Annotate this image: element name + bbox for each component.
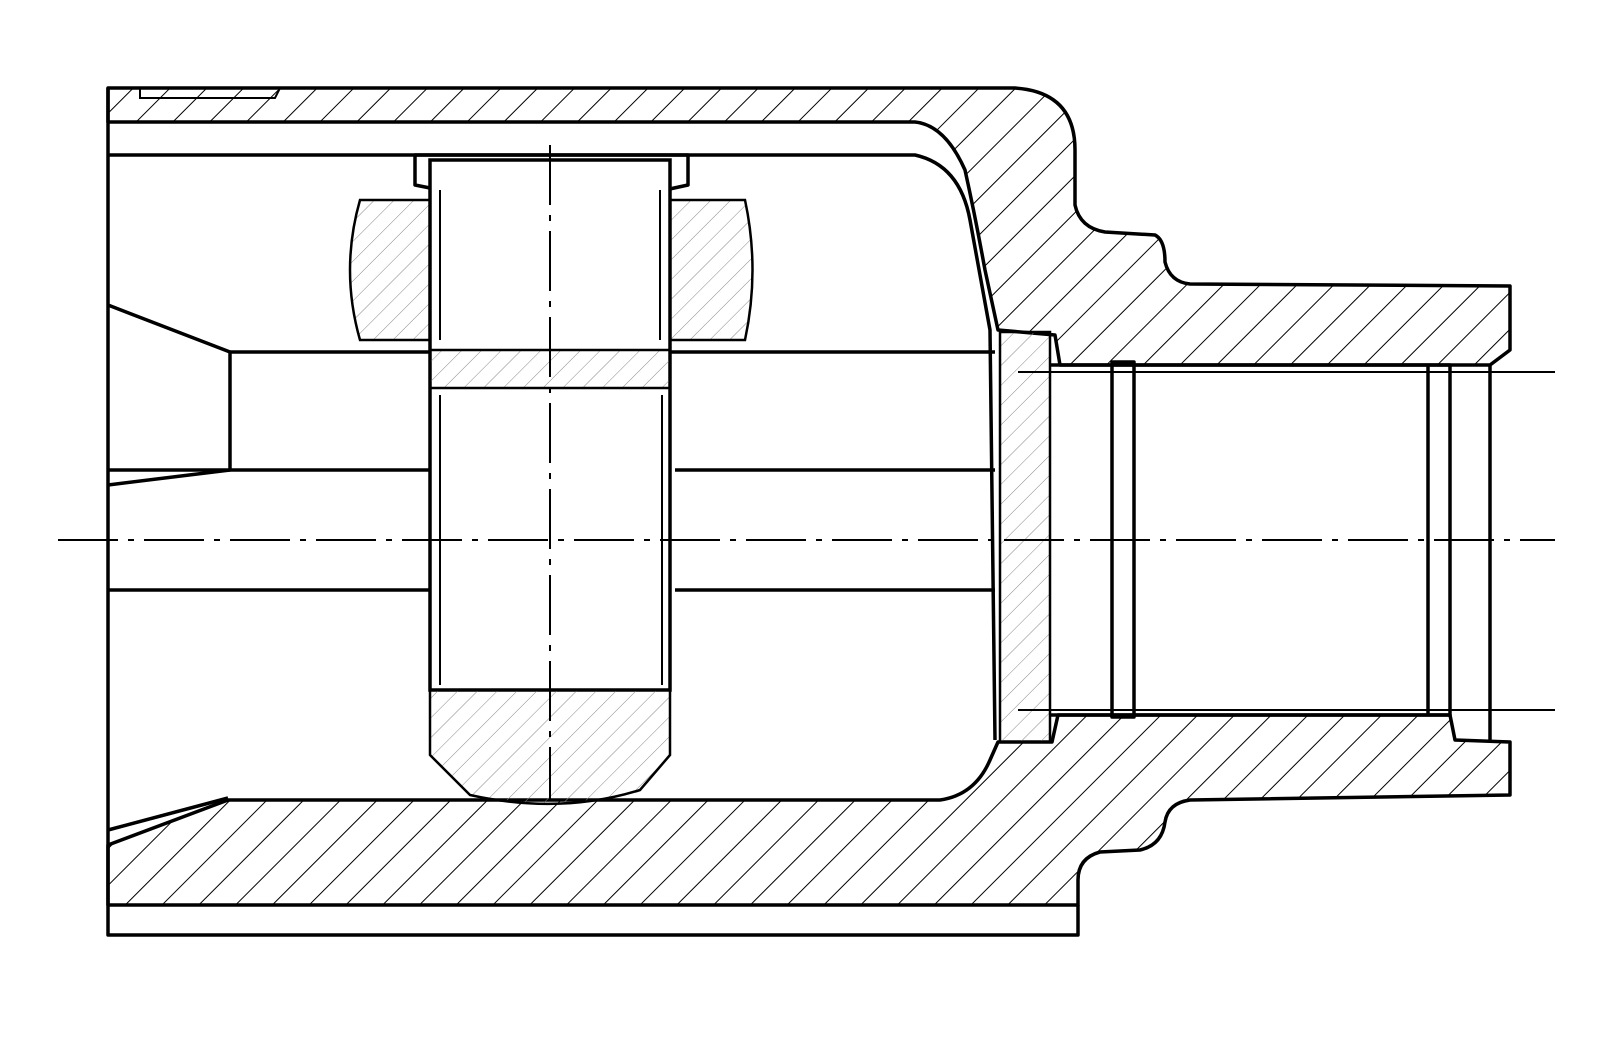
top-groove — [139, 87, 281, 99]
ref-lines — [1018, 371, 1555, 711]
taper-upper — [107, 303, 232, 487]
housing-outline — [106, 88, 1080, 937]
inner-cavity — [108, 153, 997, 741]
pin-inner — [439, 190, 663, 685]
pin-ball-end — [428, 688, 672, 806]
bore-right — [1050, 363, 1492, 740]
housing-bottom-wall — [106, 713, 1512, 907]
housing-top-wall — [106, 86, 1512, 367]
taper-lower — [107, 796, 229, 832]
snap-ring — [998, 330, 1052, 744]
